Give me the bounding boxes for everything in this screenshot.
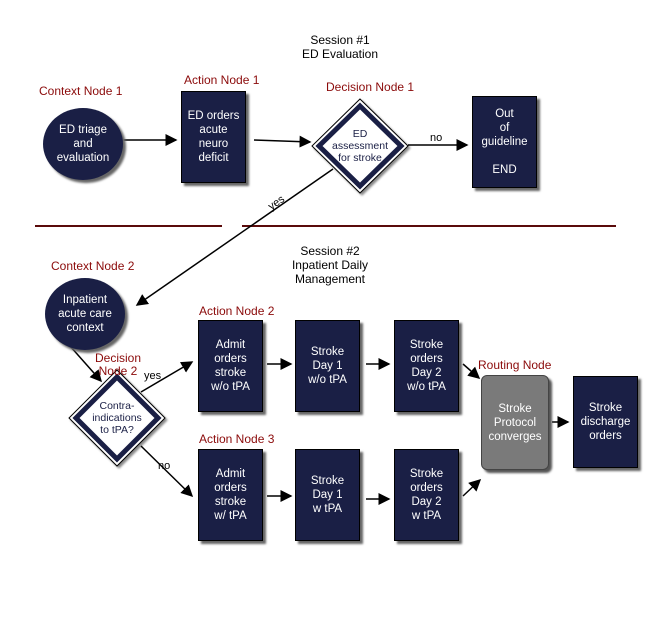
arrow-decision2-action3	[140, 445, 194, 498]
action-node-1-label: Action Node 1	[184, 73, 260, 87]
stroke-discharge-node: Stroke discharge orders	[573, 376, 638, 468]
routing-node: Stroke Protocol converges	[481, 375, 549, 470]
decision-node-1-diamond	[311, 98, 409, 194]
edge-label-no-top: no	[430, 132, 443, 144]
decision-node-2-diamond	[68, 369, 166, 467]
arrow-context2-decision2	[69, 345, 102, 383]
action-node-2: Admit orders stroke w/o tPA	[198, 320, 263, 412]
decision-node-1-label: Decision Node 1	[326, 80, 415, 94]
stroke-day-2-tpa-node: Stroke orders Day 2 w tPA	[394, 449, 459, 541]
session-1-title: Session #1 ED Evaluation	[301, 33, 379, 61]
arrow-action1-decision1	[253, 135, 312, 148]
action-node-2-label: Action Node 2	[199, 304, 275, 318]
action-node-3-label: Action Node 3	[199, 432, 275, 446]
stroke-day-1-no-tpa-node: Stroke Day 1 w/o tPA	[295, 320, 360, 412]
decision-node-1-text: ED assessment for stroke	[331, 128, 389, 164]
out-of-guideline-node: Out of guideline END	[472, 96, 537, 188]
stroke-day-1-tpa-node: Stroke Day 1 w tPA	[295, 449, 360, 541]
action-node-3: Admit orders stroke w/ tPA	[198, 449, 263, 541]
arrow-day2-routing-tpa	[462, 478, 482, 497]
context-node-1-label: Context Node 1	[39, 84, 123, 98]
arrow-decision2-action2	[140, 361, 194, 393]
routing-node-label: Routing Node	[478, 358, 552, 372]
context-node-2: Inpatient acute care context	[45, 278, 125, 350]
edge-label-yes-bottom: yes	[144, 370, 162, 382]
action-node-1: ED orders acute neuro deficit	[181, 91, 246, 183]
decision-node-2-label: Decision Node 2	[94, 351, 142, 378]
decision-node-2-text: Contra- indications to tPA?	[92, 400, 142, 436]
arrow-decision1-context2	[135, 168, 334, 306]
stroke-day-2-no-tpa-node: Stroke orders Day 2 w/o tPA	[394, 320, 459, 412]
session-2-title: Session #2 Inpatient Daily Management	[291, 244, 369, 286]
context-node-1: ED triage and evaluation	[43, 108, 123, 180]
edge-label-no-bottom: no	[158, 460, 171, 472]
arrow-day2-routing	[462, 363, 481, 379]
context-node-2-label: Context Node 2	[51, 259, 135, 273]
